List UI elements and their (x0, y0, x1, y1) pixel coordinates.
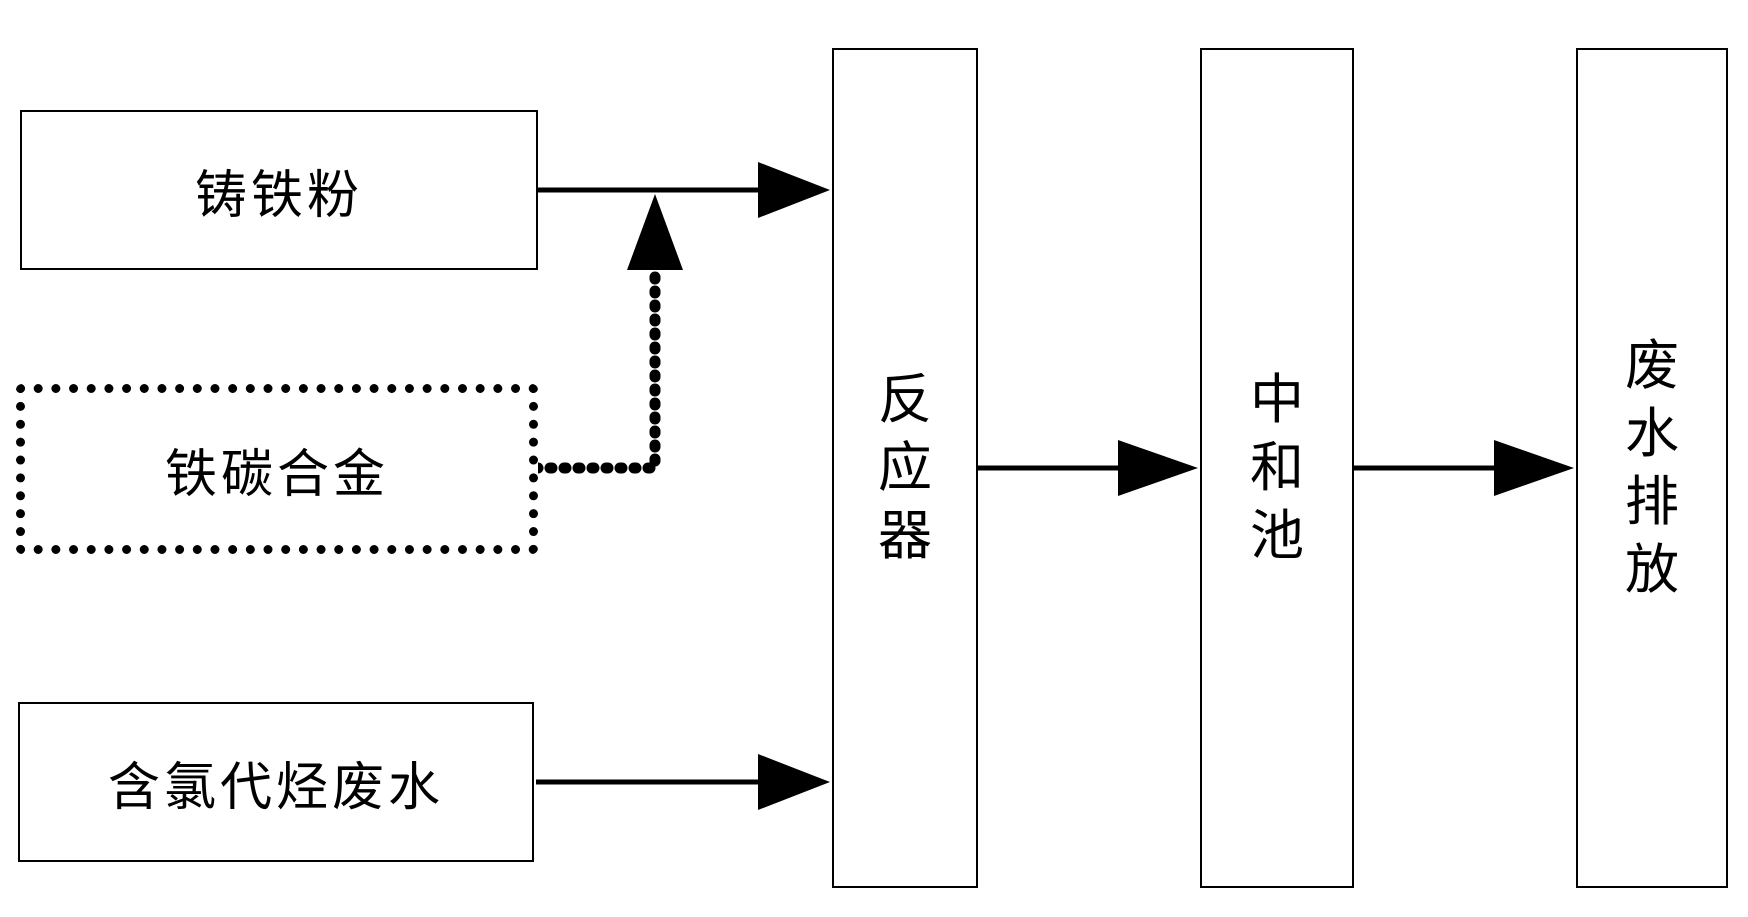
node-discharge: 废水排放 (1576, 48, 1728, 888)
node-discharge-label: 废水排放 (1625, 334, 1679, 601)
node-reactor-label: 反应器 (878, 368, 932, 567)
arrowhead-tank-to-discharge (1494, 440, 1574, 496)
edge-alloy-to-link (530, 262, 661, 474)
node-wastewater-input: 含氯代烃废水 (18, 702, 534, 862)
node-cast-iron-powder: 铸铁粉 (20, 110, 538, 270)
arrowhead-wastewater-to-reactor (758, 754, 830, 810)
node-neutralization-tank: 中和池 (1200, 48, 1354, 888)
node-iron-carbon-alloy-label: 铁碳合金 (164, 444, 389, 505)
node-cast-iron-powder-label: 铸铁粉 (194, 165, 363, 226)
arrowhead-alloy-to-link (627, 194, 683, 270)
node-reactor: 反应器 (832, 48, 978, 888)
node-iron-carbon-alloy: 铁碳合金 (16, 384, 538, 554)
arrowhead-powder-to-reactor (758, 162, 830, 218)
node-neutralization-tank-label: 中和池 (1250, 368, 1304, 567)
node-wastewater-input-label: 含氯代烃废水 (107, 757, 444, 818)
arrowhead-reactor-to-tank (1118, 440, 1198, 496)
